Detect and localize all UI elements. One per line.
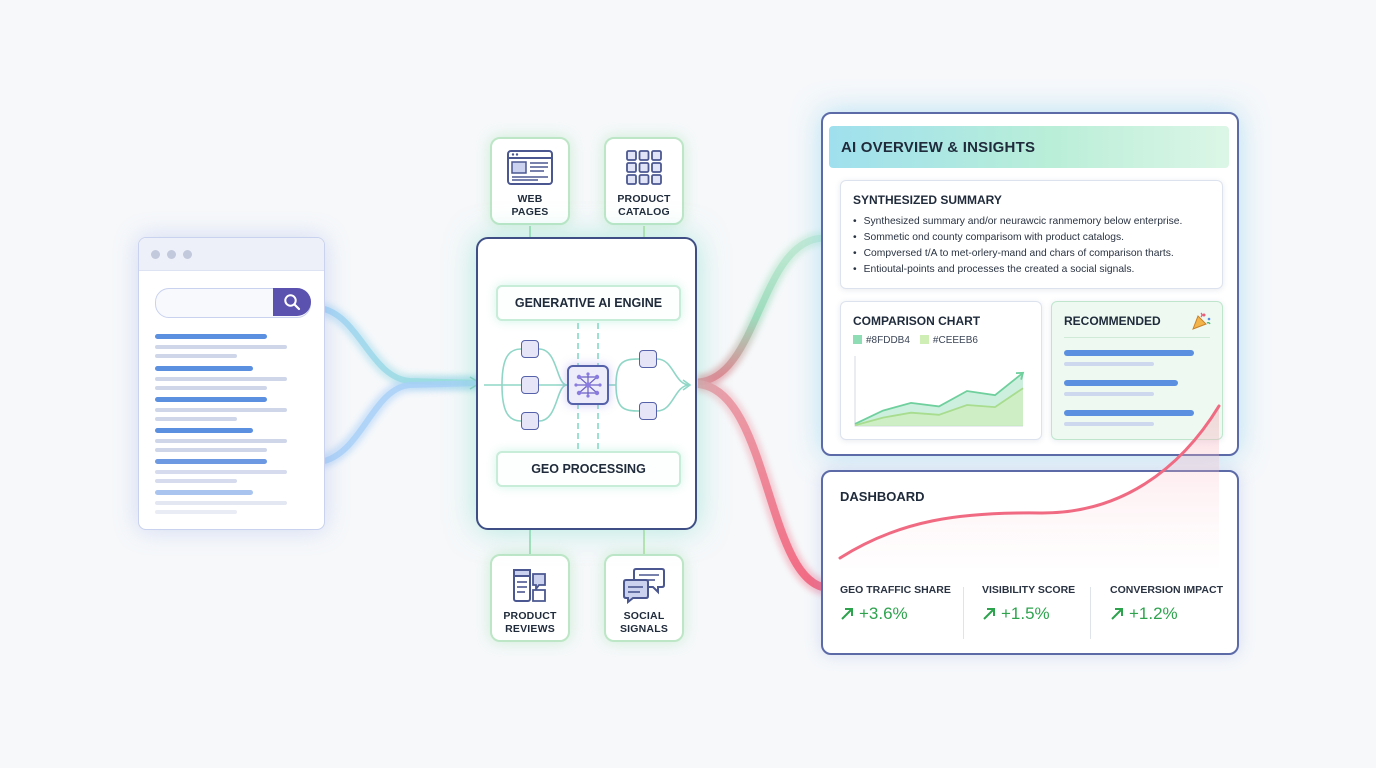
search-input[interactable] <box>155 288 311 318</box>
search-icon <box>284 294 301 311</box>
metric-value-row: +1.5% <box>982 604 1075 624</box>
legend-swatch-2 <box>919 335 929 344</box>
search-result-title <box>155 334 267 339</box>
metric-value-row: +3.6% <box>840 604 951 624</box>
ai-processor-chip <box>567 365 609 405</box>
legend-swatch-1 <box>853 335 862 344</box>
source-label: SOCIAL SIGNALS <box>619 610 669 635</box>
window-dot-icon <box>167 250 176 259</box>
search-result-snippet <box>155 470 287 474</box>
series-arrowhead <box>1015 371 1025 380</box>
source-label: PRODUCT REVIEWS <box>503 610 557 635</box>
summary-bullet: Compversed t/A to met-orlery-mand and ch… <box>853 246 1182 262</box>
legend-entry: #CEEEB6 <box>919 335 978 346</box>
metric-label: CONVERSION IMPACT <box>1110 584 1223 596</box>
synthesized-summary-card: SYNTHESIZED SUMMARY Synthesized summary … <box>840 180 1223 289</box>
trend-up-arrow-icon <box>1111 608 1123 620</box>
metric-visibility-score: VISIBILITY SCORE +1.5% <box>982 584 1075 624</box>
ai-overview-panel: AI OVERVIEW & INSIGHTS SYNTHESIZED SUMMA… <box>821 112 1239 456</box>
search-result-snippet <box>155 408 287 412</box>
search-result-title <box>155 490 253 495</box>
legend-label: #8FDDB4 <box>866 335 910 346</box>
summary-bullet: Sommetic ond county comparisom with prod… <box>853 230 1182 246</box>
recommended-divider <box>1064 337 1210 338</box>
reviews-icon <box>513 569 546 602</box>
source-label: PRODUCT CATALOG <box>617 193 671 218</box>
metric-value: +1.2% <box>1129 604 1178 623</box>
comparison-chart-title: COMPARISON CHART <box>853 314 981 328</box>
web-page-icon <box>507 150 553 185</box>
source-product-reviews: PRODUCT REVIEWS <box>490 554 570 642</box>
engine-node <box>521 340 539 358</box>
source-product-catalog: PRODUCT CATALOG <box>604 137 684 225</box>
search-result-snippet <box>155 354 237 358</box>
comparison-chart-card: COMPARISON CHART #8FDDB4 #CEEEB6 <box>840 301 1042 440</box>
window-dot-icon <box>151 250 160 259</box>
window-dot-icon <box>183 250 192 259</box>
dashboard-title: DASHBOARD <box>840 489 925 504</box>
recommended-item-subbar <box>1064 362 1154 366</box>
recommended-item-bar <box>1064 350 1194 356</box>
trend-up-arrow-icon <box>983 608 995 620</box>
summary-title: SYNTHESIZED SUMMARY <box>853 193 1002 207</box>
search-result-title <box>155 366 253 371</box>
search-result-snippet <box>155 501 287 505</box>
geo-processing-label: GEO PROCESSING <box>496 451 681 487</box>
search-result-title <box>155 459 267 464</box>
party-popper-icon <box>1192 312 1211 330</box>
browser-title-bar <box>139 238 324 271</box>
generative-ai-engine-label: GENERATIVE AI ENGINE <box>496 285 681 321</box>
metric-label: VISIBILITY SCORE <box>982 584 1076 596</box>
metric-divider <box>963 587 964 639</box>
generative-ai-engine: GENERATIVE AI ENGINE GEO PROCESSING <box>476 237 697 530</box>
metric-conversion-impact: CONVERSION IMPACT +1.2% <box>1110 584 1223 624</box>
metric-geo-traffic-share: GEO TRAFFIC SHARE +3.6% <box>840 584 951 624</box>
source-web-pages: WEB PAGES <box>490 137 570 225</box>
recommended-title: RECOMMENDED <box>1064 314 1161 328</box>
search-result-snippet <box>155 510 237 514</box>
recommended-item-bar <box>1064 410 1194 416</box>
engine-node <box>521 376 539 394</box>
search-result-title <box>155 428 253 433</box>
metric-value: +1.5% <box>1001 604 1050 623</box>
recommended-item-subbar <box>1064 392 1154 396</box>
legend-entry: #8FDDB4 <box>853 335 910 346</box>
recommended-card: RECOMMENDED <box>1051 301 1223 440</box>
chart-legend: #8FDDB4 #CEEEB6 <box>853 335 978 346</box>
metric-value: +3.6% <box>859 604 908 623</box>
summary-bullet-list: Synthesized summary and/or neurawcic ran… <box>853 214 1183 278</box>
metric-value-row: +1.2% <box>1110 604 1223 624</box>
catalog-grid-icon <box>626 150 662 185</box>
chat-bubbles-icon <box>623 568 665 604</box>
metric-label: GEO TRAFFIC SHARE <box>840 584 951 596</box>
source-label: WEB PAGES <box>511 193 549 218</box>
comparison-area-chart <box>854 356 1025 427</box>
legend-label: #CEEEB6 <box>932 335 978 346</box>
metric-divider <box>1090 587 1091 639</box>
dashboard-panel: DASHBOARD GEO TRAFFIC SHARE +3.6% VISIBI… <box>821 470 1239 655</box>
engine-node <box>639 402 657 420</box>
neural-network-icon <box>574 372 602 398</box>
search-button[interactable] <box>273 288 311 316</box>
search-result-snippet <box>155 386 267 390</box>
search-result-snippet <box>155 439 287 443</box>
recommended-item-bar <box>1064 380 1178 386</box>
search-result-snippet <box>155 417 237 421</box>
search-result-snippet <box>155 479 237 483</box>
summary-bullet: Entioutal-points and processes the creat… <box>853 262 1182 278</box>
search-browser-window <box>138 237 325 530</box>
search-result-snippet <box>155 377 287 381</box>
engine-node <box>521 412 539 430</box>
search-result-snippet <box>155 345 287 349</box>
engine-node <box>639 350 657 368</box>
trend-up-arrow-icon <box>841 608 853 620</box>
search-result-snippet <box>155 448 267 452</box>
ai-overview-title: AI OVERVIEW & INSIGHTS <box>829 126 1229 168</box>
source-social-signals: SOCIAL SIGNALS <box>604 554 684 642</box>
search-result-title <box>155 397 267 402</box>
recommended-item-subbar <box>1064 422 1154 426</box>
summary-bullet: Synthesized summary and/or neurawcic ran… <box>853 214 1183 230</box>
